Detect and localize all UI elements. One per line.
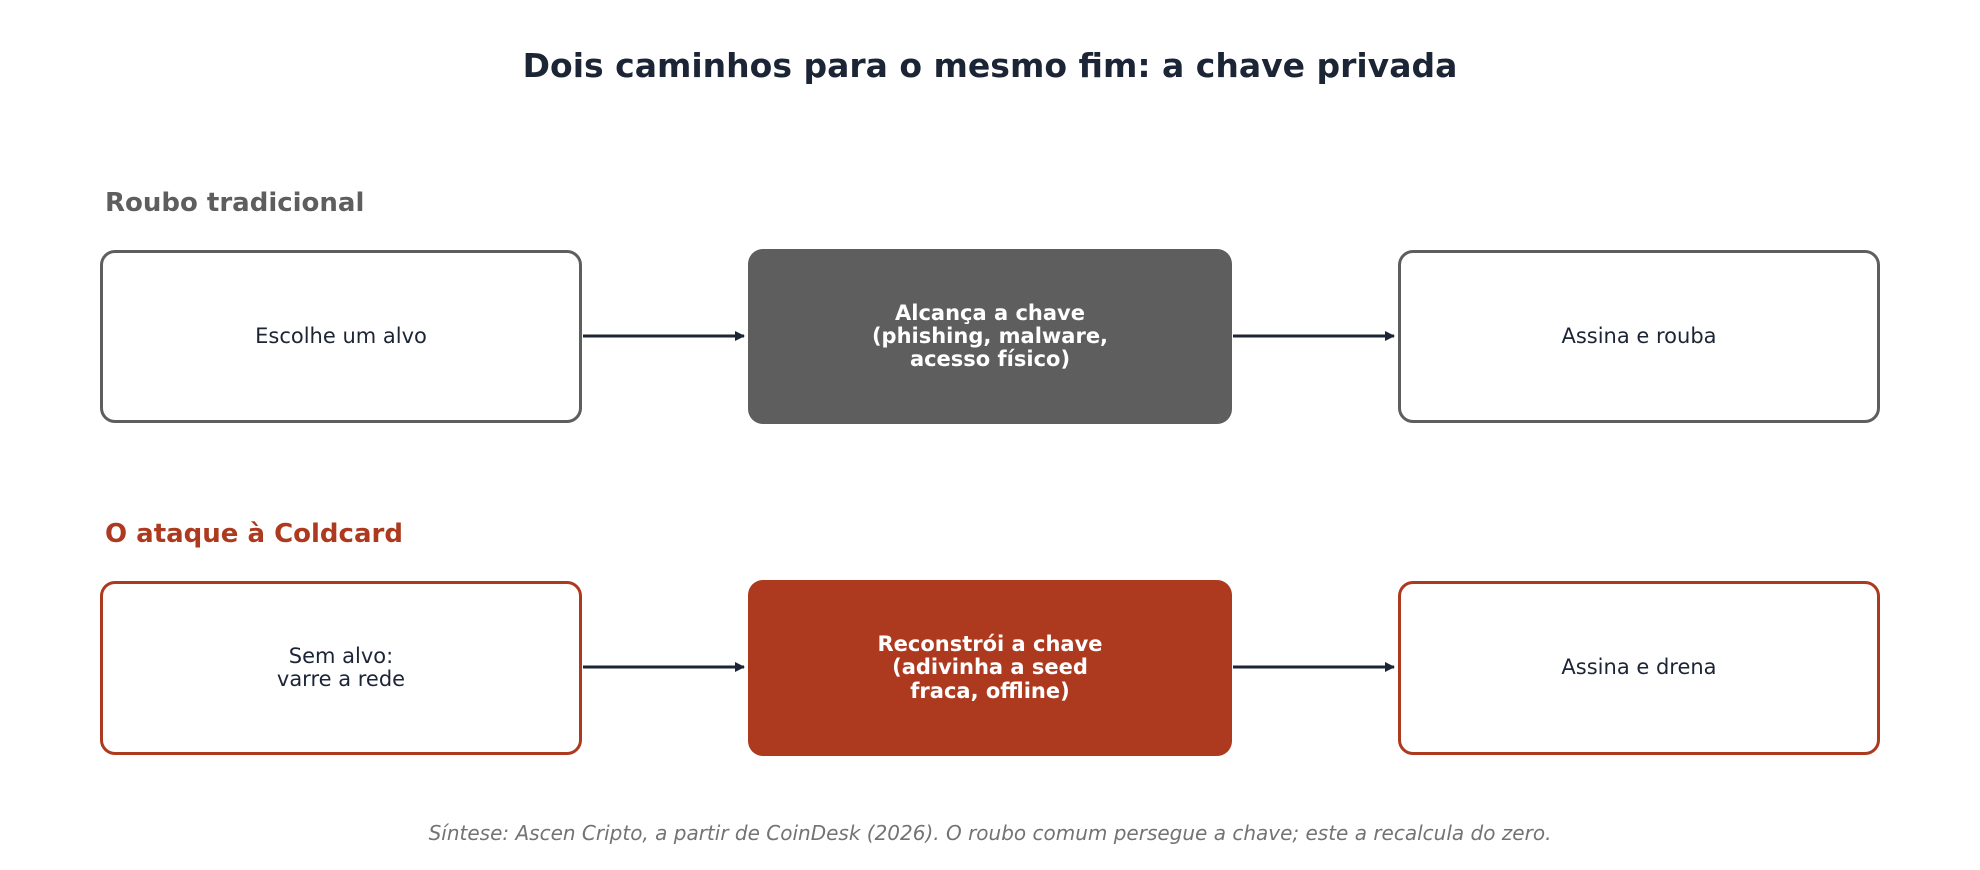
row-label-traditional: Roubo tradicional [105, 188, 365, 218]
diagram-title: Dois caminhos para o mesmo fim: a chave … [522, 46, 1458, 85]
row-label-coldcard: O ataque à Coldcard [105, 519, 403, 549]
coldcard-step-sign-drain: Assina e drena [1398, 581, 1880, 755]
coldcard-step-scan-network: Sem alvo: varre a rede [100, 581, 582, 755]
source-footnote: Síntese: Ascen Cripto, a partir de CoinD… [428, 821, 1552, 845]
traditional-step-sign-steal: Assina e rouba [1398, 250, 1880, 423]
coldcard-step-rebuild-key: Reconstrói a chave (adivinha a seed frac… [748, 580, 1232, 756]
traditional-step-choose-target: Escolhe um alvo [100, 250, 582, 423]
traditional-step-reach-key: Alcança a chave (phishing, malware, aces… [748, 249, 1232, 424]
